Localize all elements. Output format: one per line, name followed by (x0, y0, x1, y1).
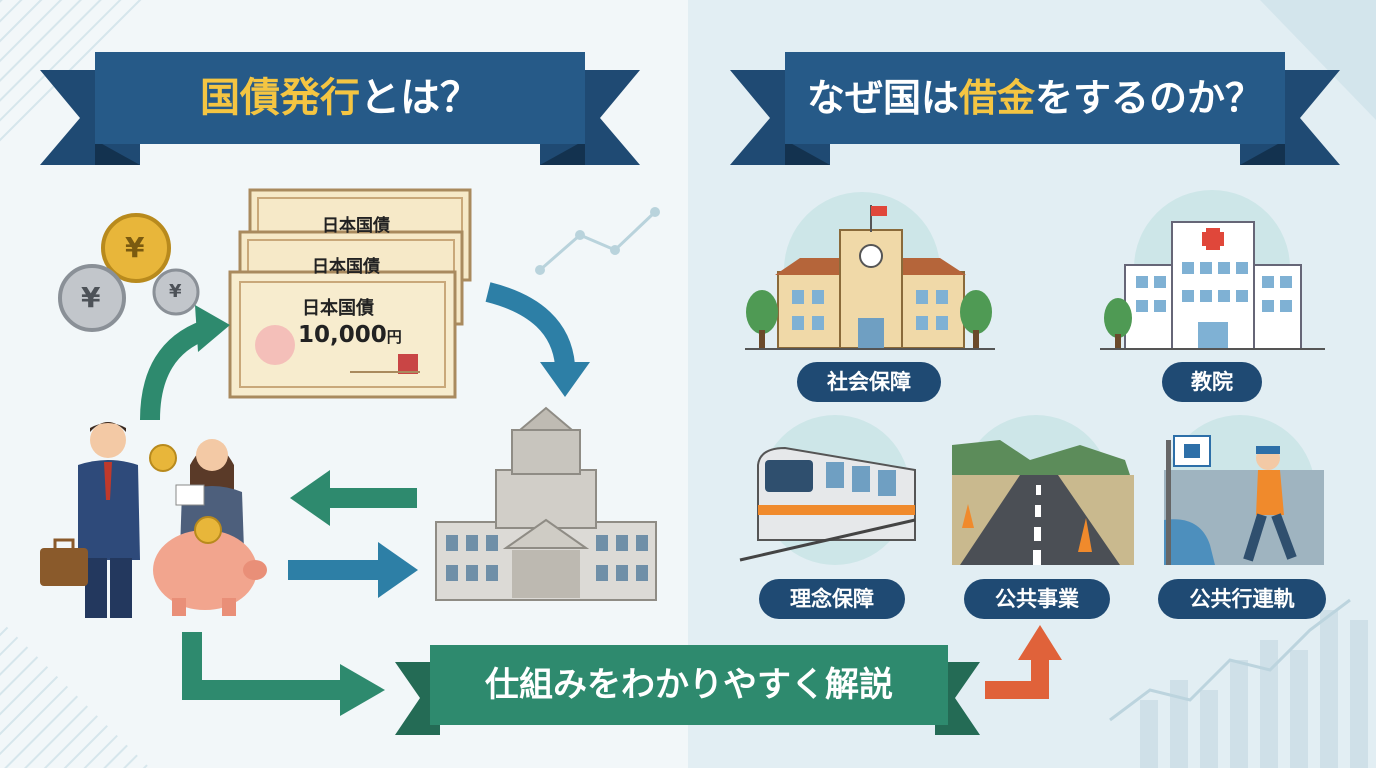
line-chart-decoration (539, 210, 657, 272)
bond-name-middle: 日本国債 (312, 257, 380, 277)
left-title-ribbon (40, 52, 640, 165)
orange-arrow (985, 660, 1049, 699)
left-title-highlight: 国債発行 (200, 75, 360, 121)
bottom-banner-ribbon (395, 645, 980, 735)
bottom-banner-text: 仕組みをわかりやすく解説 (485, 665, 893, 705)
bond-certificates (228, 188, 472, 399)
national-diet-building (435, 406, 657, 601)
arrow-to-government (288, 542, 418, 598)
right-title-highlight: 借金 (958, 76, 1035, 120)
city-hall-illustration (745, 192, 995, 350)
right-title: なぜ国は借金をするのか？ (785, 70, 1285, 126)
flow-arrow-down (485, 282, 575, 367)
bottom-flow-arrow (182, 632, 345, 700)
bar-chart-decoration (1140, 610, 1368, 768)
right-title-ribbon (730, 52, 1340, 165)
bond-name-front: 日本国債 (302, 298, 374, 319)
coin-symbol-small: ¥ (169, 281, 182, 302)
road-illustration (952, 415, 1134, 565)
bond-amount-value: 10,000 (298, 322, 387, 348)
category-label-5: 公共行連軌 (1158, 579, 1326, 619)
right-title-post: をするのか？ (1035, 76, 1264, 120)
bond-currency: 円 (386, 328, 402, 346)
businessman-figure (40, 422, 177, 618)
right-title-pre: なぜ国は (806, 76, 959, 120)
pedestrian-illustration (1164, 415, 1324, 565)
yen-coins (58, 213, 200, 332)
bond-name-back: 日本国債 (322, 216, 390, 236)
bond-amount: 10,000円 (298, 322, 402, 348)
coin-symbol-silver: ¥ (81, 281, 101, 314)
category-label-4: 公共事業 (964, 579, 1110, 619)
category-label-2: 教院 (1162, 362, 1262, 402)
coin-symbol-gold: ¥ (125, 231, 145, 264)
left-title-rest: とは？ (360, 75, 480, 121)
category-label-3: 理念保障 (759, 579, 905, 619)
piggy-bank (153, 516, 267, 616)
hospital-illustration (1100, 190, 1325, 350)
train-illustration (739, 415, 916, 565)
flow-arrow-up (140, 320, 209, 421)
left-title: 国債発行とは？ (95, 70, 585, 126)
arrow-to-people (290, 470, 417, 526)
category-label-1: 社会保障 (797, 362, 941, 402)
